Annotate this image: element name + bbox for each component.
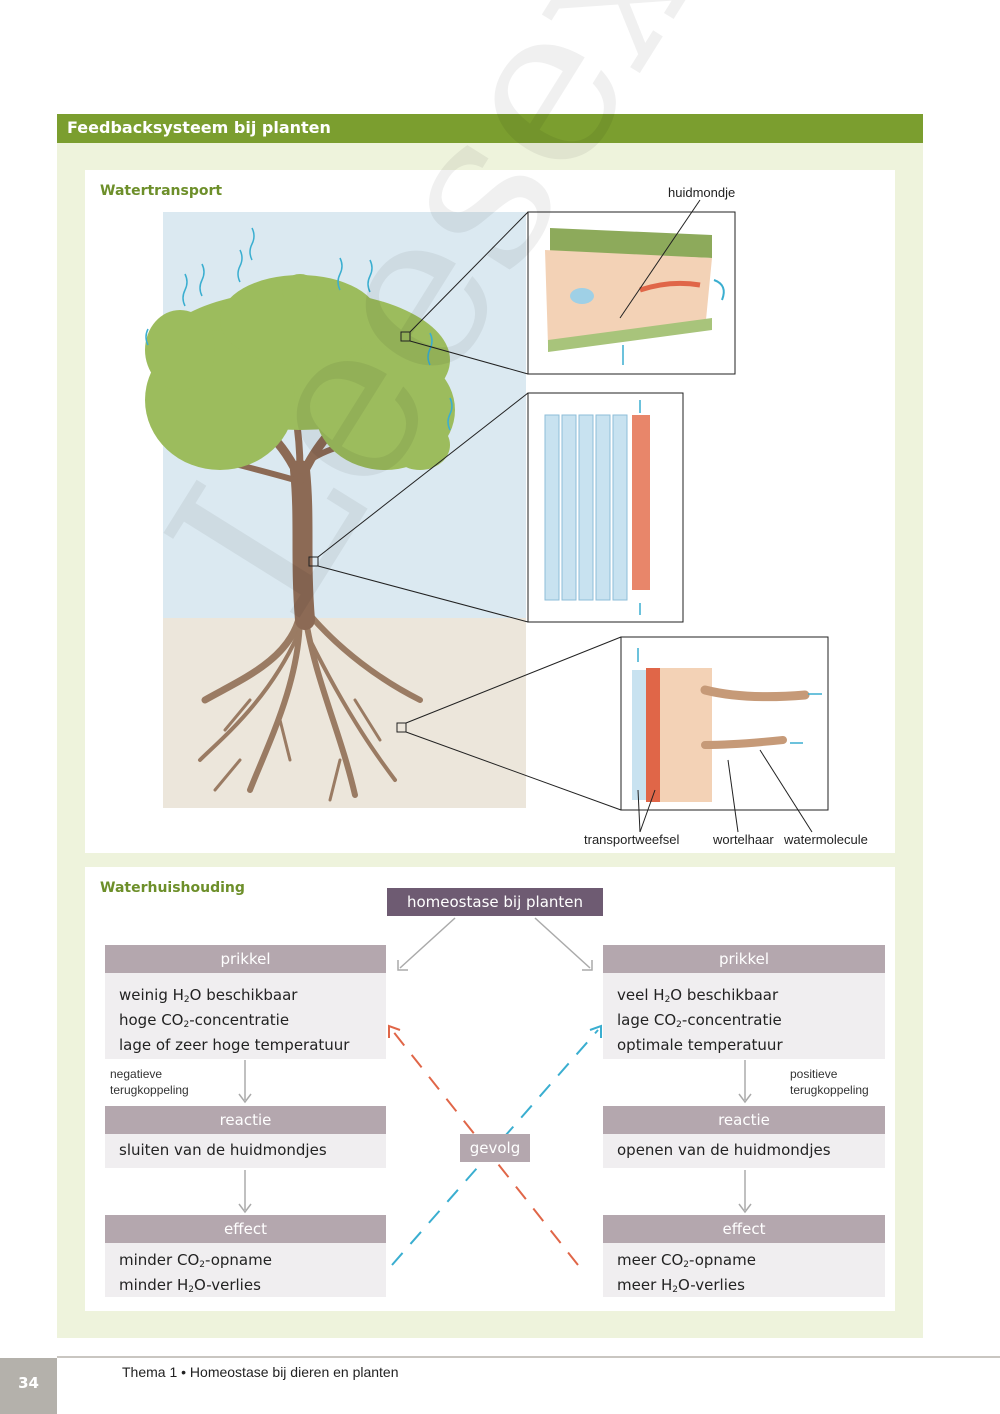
zoom-connectors	[308, 211, 622, 811]
xylem-inset	[527, 392, 684, 623]
left-prikkel-head: prikkel	[105, 945, 386, 973]
canopy	[145, 274, 455, 470]
footer-divider	[57, 1356, 1000, 1358]
label-watermolecule: watermolecule	[784, 832, 868, 847]
roots	[198, 611, 423, 802]
left-reactie-body: sluiten van de huidmondjes	[105, 1134, 386, 1168]
homeostase-box: homeostase bij planten	[387, 888, 603, 916]
label-huidmondje: huidmondje	[668, 185, 736, 200]
watertransport-title: Watertransport	[100, 183, 223, 199]
waterhuishouding-title: Waterhuishouding	[100, 880, 245, 896]
label-leaders	[619, 199, 813, 833]
page-number: 34	[0, 1358, 57, 1414]
left-koppeling: negatieve terugkoppeling	[110, 1067, 189, 1097]
section-header: Feedbacksysteem bij planten	[57, 114, 923, 143]
right-prikkel-head: prikkel	[603, 945, 885, 973]
right-reactie-body: openen van de huidmondjes	[603, 1134, 885, 1168]
right-koppeling: positieve terugkoppeling	[790, 1067, 869, 1097]
right-effect-body: meer CO2-opname meer H2O-verlies	[603, 1243, 885, 1297]
footer-text: Thema 1 • Homeostase bij dieren en plant…	[122, 1364, 399, 1380]
root-inset	[620, 636, 829, 811]
right-reactie-head: reactie	[603, 1106, 885, 1134]
label-transportweefsel: transportweefsel	[584, 832, 680, 847]
right-prikkel-body: veel H2O beschikbaar lage CO2-concentrat…	[603, 973, 885, 1059]
left-effect-body: minder CO2-opname minder H2O-verlies	[105, 1243, 386, 1297]
section-title: Feedbacksysteem bij planten	[67, 118, 331, 137]
label-wortelhaar: wortelhaar	[713, 832, 774, 847]
left-effect-head: effect	[105, 1215, 386, 1243]
left-reactie-head: reactie	[105, 1106, 386, 1134]
transpiration-arrows	[145, 227, 453, 431]
right-effect-head: effect	[603, 1215, 885, 1243]
leaf-inset	[527, 211, 736, 375]
gevolg-box: gevolg	[460, 1134, 530, 1162]
left-prikkel-body: weinig H2O beschikbaar hoge CO2-concentr…	[105, 973, 386, 1059]
